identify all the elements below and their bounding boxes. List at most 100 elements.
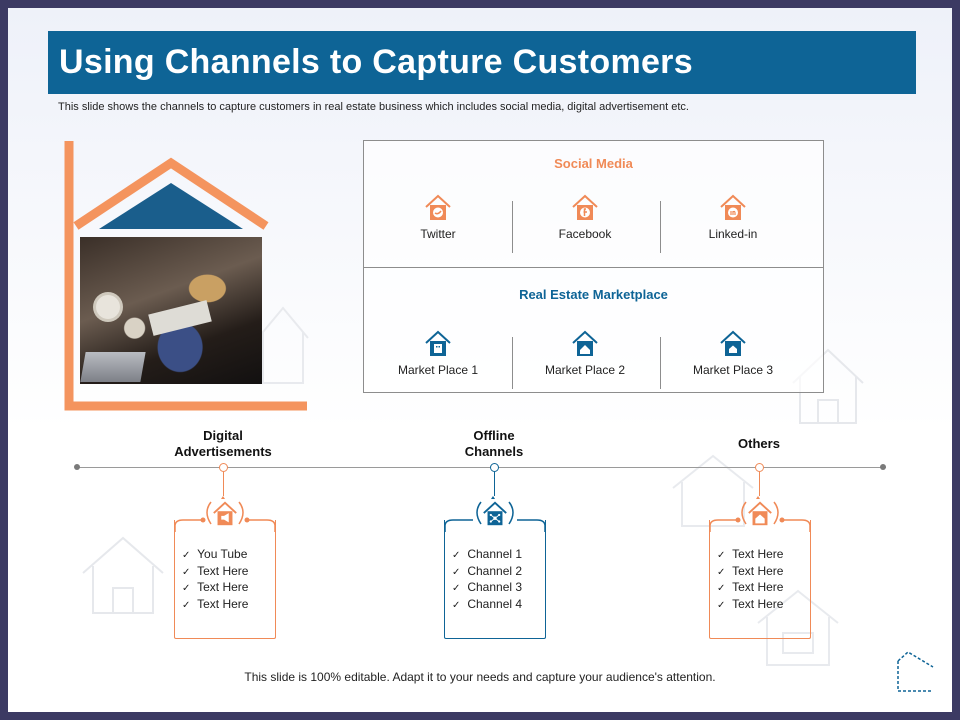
title-bar: Using Channels to Capture Customers bbox=[48, 31, 916, 94]
marketplace-item-label: Market Place 1 bbox=[397, 363, 479, 377]
connector bbox=[494, 472, 495, 496]
background-house-icon bbox=[82, 536, 164, 614]
channels-box: Social Media Twitter Facebook bbox=[363, 140, 824, 393]
check-icon: ✓ bbox=[452, 599, 461, 611]
check-icon: ✓ bbox=[452, 583, 461, 594]
background-house-icon bbox=[257, 306, 309, 384]
checklist: ✓ Channel 1 ✓ Channel 2 ✓ Channel 3 ✓ Ch… bbox=[452, 547, 522, 613]
page-title: Using Channels to Capture Customers bbox=[59, 43, 693, 81]
list-item-text: Text Here bbox=[732, 580, 784, 594]
marketplace-item-label: Market Place 2 bbox=[544, 363, 626, 377]
laptop bbox=[80, 352, 146, 382]
check-icon: ✓ bbox=[182, 566, 191, 578]
marketplace-item-3[interactable]: Market Place 3 bbox=[658, 329, 808, 377]
section-divider bbox=[364, 267, 823, 268]
divider bbox=[512, 337, 513, 389]
list-card-digital: ✓ You Tube ✓ Text Here ✓ Text Here ✓ Tex… bbox=[174, 520, 276, 639]
list-item-text: Text Here bbox=[197, 580, 249, 594]
list-item: ✓ Text Here bbox=[717, 547, 783, 564]
check-icon: ✓ bbox=[717, 583, 726, 594]
column-heading-offline: Offline Channels bbox=[424, 428, 564, 460]
house-outline-icon bbox=[897, 651, 934, 692]
list-item: ✓ Text Here bbox=[182, 564, 248, 581]
list-card-others: ✓ Text Here ✓ Text Here ✓ Text Here ✓ Te… bbox=[709, 520, 811, 639]
timeline-node bbox=[490, 463, 499, 472]
list-item: ✓ Text Here bbox=[717, 564, 783, 581]
divider bbox=[512, 201, 513, 253]
footer-note: This slide is 100% editable. Adapt it to… bbox=[244, 670, 716, 684]
marketplace-item-label: Market Place 3 bbox=[692, 363, 774, 377]
list-item-text: Text Here bbox=[732, 596, 784, 611]
list-item-text: Text Here bbox=[197, 596, 249, 611]
social-item-label: Twitter bbox=[420, 227, 456, 241]
list-item-text: Channel 2 bbox=[467, 563, 523, 578]
slide: Using Channels to Capture Customers This… bbox=[8, 8, 952, 712]
social-item-linkedin[interactable]: Linked-in bbox=[658, 193, 808, 241]
check-icon: ✓ bbox=[182, 583, 191, 594]
list-item: ✓ Channel 2 bbox=[452, 564, 522, 581]
list-item: ✓ Channel 4 bbox=[452, 597, 522, 614]
social-item-facebook[interactable]: Facebook bbox=[510, 193, 660, 241]
check-icon: ✓ bbox=[182, 550, 191, 561]
checklist: ✓ Text Here ✓ Text Here ✓ Text Here ✓ Te… bbox=[717, 547, 783, 613]
list-item: ✓ Text Here bbox=[182, 597, 248, 614]
marketplace-item-1[interactable]: Market Place 1 bbox=[363, 329, 513, 377]
list-item: ✓ Channel 1 bbox=[452, 547, 522, 564]
divider bbox=[660, 201, 661, 253]
list-item: ✓ Text Here bbox=[717, 597, 783, 614]
check-icon: ✓ bbox=[452, 550, 461, 561]
facebook-house-icon bbox=[572, 194, 598, 220]
check-icon: ✓ bbox=[182, 599, 191, 611]
card-top-arc bbox=[444, 496, 546, 532]
check-icon: ✓ bbox=[452, 566, 461, 578]
check-icon: ✓ bbox=[717, 566, 726, 578]
team-meeting-photo bbox=[80, 237, 262, 384]
building-house-icon bbox=[425, 330, 451, 356]
check-icon: ✓ bbox=[717, 550, 726, 561]
heading-line: Others bbox=[738, 436, 780, 451]
card-top-arc bbox=[174, 496, 276, 532]
card-top-arc bbox=[709, 496, 811, 532]
coffee-cup bbox=[96, 295, 120, 319]
connector bbox=[759, 472, 760, 496]
list-item-text: Channel 3 bbox=[467, 580, 523, 594]
list-card-offline: ✓ Channel 1 ✓ Channel 2 ✓ Channel 3 ✓ Ch… bbox=[444, 520, 546, 639]
column-heading-others: Others bbox=[689, 436, 829, 452]
heading-line: Advertisements bbox=[174, 444, 272, 459]
heading-line: Offline bbox=[473, 428, 515, 443]
list-item-text: Text Here bbox=[732, 547, 784, 561]
list-item: ✓ You Tube bbox=[182, 547, 248, 564]
column-heading-digital: Digital Advertisements bbox=[153, 428, 293, 460]
social-item-twitter[interactable]: Twitter bbox=[363, 193, 513, 241]
house-frame-graphic bbox=[64, 141, 307, 411]
list-item-text: Channel 1 bbox=[467, 547, 523, 561]
social-item-label: Facebook bbox=[558, 227, 612, 241]
timeline bbox=[76, 467, 886, 468]
timeline-end-dot bbox=[880, 464, 886, 470]
megaphone-house-icon bbox=[213, 501, 237, 526]
divider bbox=[660, 337, 661, 389]
linkedin-house-icon bbox=[720, 194, 746, 220]
connector bbox=[223, 472, 224, 496]
marketplace-item-2[interactable]: Market Place 2 bbox=[510, 329, 660, 377]
list-item-text: You Tube bbox=[197, 547, 248, 561]
background-house-icon bbox=[757, 589, 839, 666]
cottage-house-icon bbox=[720, 330, 746, 356]
list-item-text: Channel 4 bbox=[467, 596, 523, 611]
heading-line: Channels bbox=[464, 444, 524, 459]
slide-description: This slide shows the channels to capture… bbox=[58, 101, 689, 113]
timeline-end-dot bbox=[74, 464, 80, 470]
list-item-text: Text Here bbox=[197, 563, 249, 578]
heading-line: Digital bbox=[203, 428, 243, 443]
home-house-icon bbox=[572, 330, 598, 356]
check-icon: ✓ bbox=[717, 599, 726, 611]
social-media-title: Social Media bbox=[554, 156, 633, 171]
list-item: ✓ Text Here bbox=[717, 580, 783, 597]
home-house-icon bbox=[748, 501, 772, 526]
checklist: ✓ You Tube ✓ Text Here ✓ Text Here ✓ Tex… bbox=[182, 547, 248, 613]
list-item-text: Text Here bbox=[732, 563, 784, 578]
network-house-icon bbox=[483, 501, 507, 526]
list-item: ✓ Channel 3 bbox=[452, 580, 522, 597]
list-item: ✓ Text Here bbox=[182, 580, 248, 597]
timeline-node bbox=[755, 463, 764, 472]
